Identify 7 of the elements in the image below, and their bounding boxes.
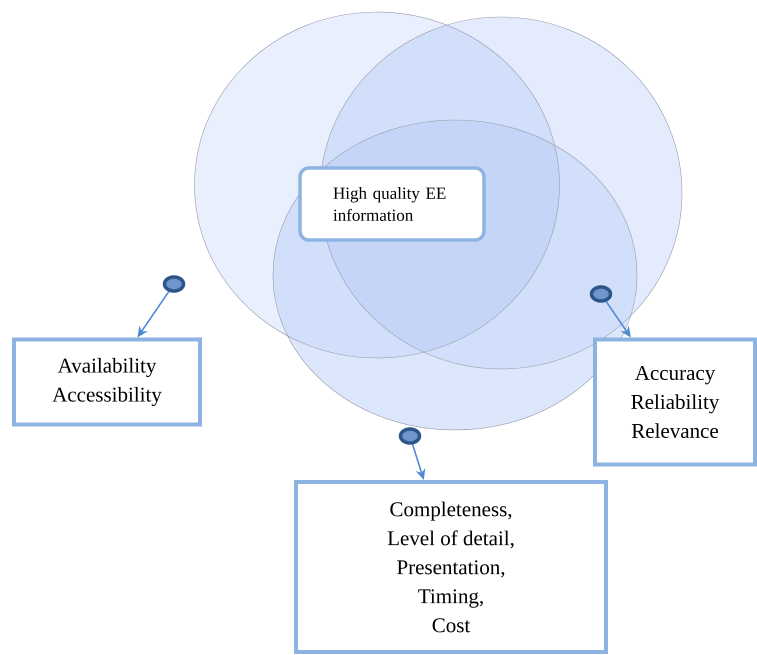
text-box: Accuracy Reliability Relevance — [593, 338, 757, 466]
text-box: Availability Accessibility — [12, 338, 202, 426]
dot-marker — [162, 275, 186, 293]
dot-marker — [398, 427, 422, 445]
dot-marker — [590, 285, 612, 303]
text-box: Completeness, Level of detail, Presentation, Timing, Cost — [294, 480, 608, 654]
rounded-box: High quality EE information — [298, 166, 486, 242]
